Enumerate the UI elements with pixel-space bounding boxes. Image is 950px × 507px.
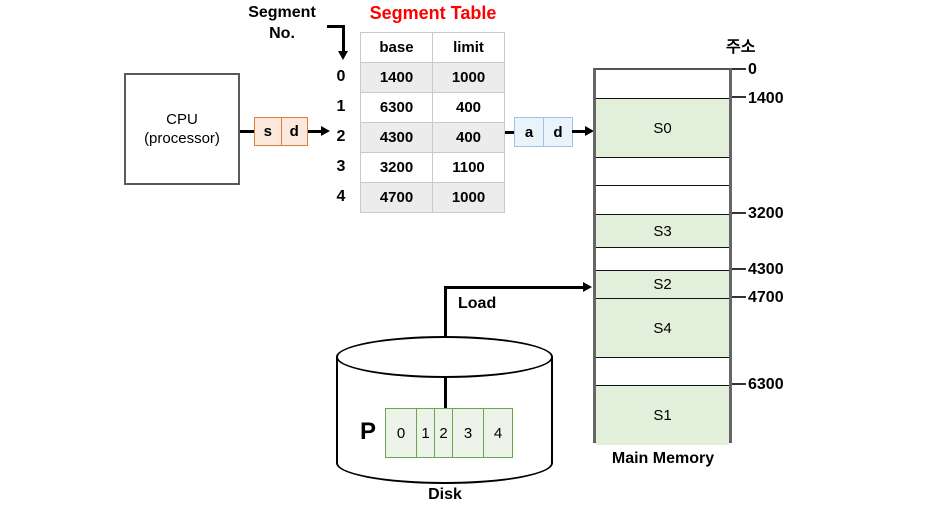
- memory-slot-s1: S1: [596, 385, 729, 445]
- table-row[interactable]: 4300 400: [360, 122, 505, 153]
- table-to-physical-address-line: [505, 131, 515, 134]
- memory-slot-s0: S0: [596, 98, 729, 157]
- disk-process-label: P: [360, 418, 377, 445]
- segment-no-label-line1: Segment: [248, 4, 316, 21]
- memory-slot-2: [596, 157, 729, 185]
- segment-row-4-limit: 1000: [432, 182, 505, 213]
- address-tick-4700: [732, 296, 746, 298]
- physical-address-base-cell: a: [524, 123, 534, 141]
- table-row[interactable]: 3200 1100: [360, 152, 505, 183]
- table-row[interactable]: 4700 1000: [360, 182, 505, 213]
- address-label-4700: 4700: [748, 289, 784, 306]
- segment-no-label: Segment No.: [232, 2, 332, 44]
- memory-slot-s4: S4: [596, 298, 729, 357]
- segment-no-elbow-horizontal: [327, 25, 345, 28]
- cpu-label: CPU (processor): [124, 110, 240, 148]
- address-tick-0: [732, 68, 746, 70]
- segment-row-0-base: 1400: [360, 62, 433, 93]
- segment-table-header-limit: limit: [432, 32, 505, 63]
- segment-row-0-limit: 1000: [432, 62, 505, 93]
- disk-block-0[interactable]: 0: [385, 408, 417, 458]
- load-label: Load: [458, 295, 497, 312]
- cpu-label-line1: CPU: [166, 111, 198, 128]
- disk-block-2[interactable]: 2: [434, 408, 453, 458]
- cpu-label-line2: (processor): [144, 130, 220, 147]
- segment-row-4-base: 4700: [360, 182, 433, 213]
- memory-slot-s1-label: S1: [653, 407, 672, 424]
- main-memory-caption: Main Memory: [611, 450, 715, 467]
- disk-block-list: 0 1 2 3 4: [385, 408, 513, 458]
- segment-table-index-column: 0 1 2 3 4: [330, 62, 352, 212]
- address-column-header: 주소: [726, 39, 756, 56]
- segment-no-label-line2: No.: [269, 25, 295, 42]
- memory-slot-s3: S3: [596, 214, 729, 247]
- table-row[interactable]: 1400 1000: [360, 62, 505, 93]
- segment-row-3-base: 3200: [360, 152, 433, 183]
- memory-slot-s2: S2: [596, 270, 729, 298]
- logical-address-register: s d: [254, 117, 308, 146]
- cpu-to-logical-address-line: [240, 130, 254, 133]
- physical-address-to-memory-line: [572, 130, 588, 133]
- segment-no-arrowhead: [338, 51, 348, 60]
- segment-row-2-base: 4300: [360, 122, 433, 153]
- segment-index-3: 3: [336, 158, 346, 175]
- logical-address-to-table-line: [308, 130, 322, 133]
- segment-table-header-row: base limit: [360, 32, 505, 63]
- main-memory-column: S0 S3 S2 S4 S1: [593, 68, 732, 445]
- disk-cylinder-body: [336, 357, 553, 463]
- cpu-box: [124, 73, 240, 185]
- logical-address-segment-cell: s: [263, 123, 272, 140]
- segment-row-1-base: 6300: [360, 92, 433, 123]
- address-tick-4300: [732, 268, 746, 270]
- address-tick-6300: [732, 383, 746, 385]
- disk-block-1[interactable]: 1: [415, 408, 436, 458]
- memory-slot-s0-label: S0: [653, 119, 672, 137]
- address-label-1400: 1400: [748, 90, 784, 107]
- logical-address-offset-cell: d: [280, 118, 308, 145]
- physical-address-offset-cell: d: [543, 118, 572, 146]
- segment-row-2-limit: 400: [432, 122, 505, 153]
- segment-index-1: 1: [336, 98, 346, 115]
- segment-table-header-base: base: [360, 32, 433, 63]
- address-tick-1400: [732, 96, 746, 98]
- disk-block-3[interactable]: 3: [451, 408, 485, 458]
- segment-index-0: 0: [336, 68, 346, 85]
- address-label-0: 0: [748, 61, 757, 78]
- address-label-3200: 3200: [748, 205, 784, 222]
- segment-row-3-limit: 1100: [432, 152, 505, 183]
- segment-table: base limit 1400 1000 6300 400 4300 400 3…: [360, 32, 505, 213]
- segment-index-4: 4: [336, 188, 346, 205]
- address-label-6300: 6300: [748, 376, 784, 393]
- memory-slot-8: [596, 357, 729, 385]
- load-arrow-arrowhead: [583, 282, 592, 292]
- memory-slot-0: [596, 70, 729, 98]
- segment-row-1-limit: 400: [432, 92, 505, 123]
- memory-slot-s3-label: S3: [653, 222, 672, 240]
- table-row[interactable]: 6300 400: [360, 92, 505, 123]
- segment-index-2: 2: [336, 128, 346, 145]
- load-arrow-horizontal: [444, 286, 586, 289]
- segment-table-title: Segment Table: [369, 3, 497, 23]
- memory-slot-3: [596, 185, 729, 214]
- memory-slot-s2-label: S2: [653, 276, 672, 293]
- physical-address-register: a d: [514, 117, 573, 147]
- address-tick-3200: [732, 212, 746, 214]
- physical-address-to-memory-arrowhead: [585, 126, 594, 136]
- disk-block-4[interactable]: 4: [483, 408, 513, 458]
- address-label-4300: 4300: [748, 261, 784, 278]
- logical-address-to-table-arrowhead: [321, 126, 330, 136]
- disk-cylinder-top: [336, 336, 553, 378]
- memory-slot-s4-label: S4: [653, 319, 672, 337]
- segment-no-elbow-vertical: [342, 25, 345, 53]
- disk-caption: Disk: [428, 486, 462, 503]
- memory-slot-5: [596, 247, 729, 270]
